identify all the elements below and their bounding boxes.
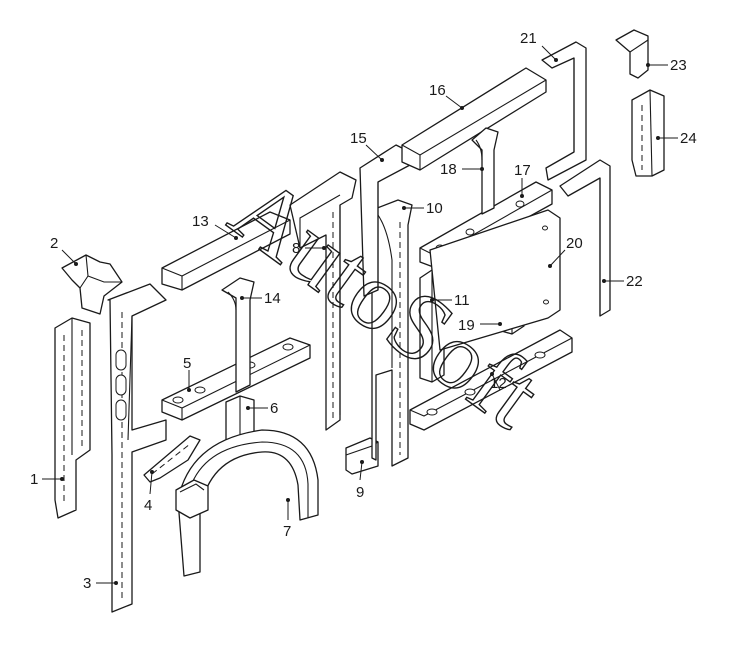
part-24-right-channel [631, 89, 665, 177]
part-3-left-frame-post [107, 283, 167, 613]
callout-23: 23 [670, 57, 687, 74]
part-23-corner-bracket [615, 29, 649, 79]
callout-6: 6 [270, 400, 278, 417]
callout-8: 8 [292, 240, 300, 257]
callout-14: 14 [264, 290, 281, 307]
callout-19: 19 [458, 317, 475, 334]
part-12-lower-right-beam [409, 329, 573, 431]
callout-15: 15 [350, 130, 367, 147]
part-1-vertical-channel [54, 317, 91, 519]
callout-24: 24 [680, 130, 697, 147]
callout-13: 13 [192, 213, 209, 230]
callout-10: 10 [426, 200, 443, 217]
part-13-upper-beam [161, 211, 291, 291]
callout-17: 17 [514, 162, 531, 179]
callout-7: 7 [283, 523, 291, 540]
callout-16: 16 [429, 82, 446, 99]
leader-lines [42, 45, 678, 585]
part-18-short-post [471, 127, 499, 215]
callout-4: 4 [144, 497, 152, 514]
part-10-center-post [371, 199, 413, 467]
part-22-right-post [559, 159, 611, 317]
callout-3: 3 [83, 575, 91, 592]
callout-21: 21 [520, 30, 537, 47]
callout-5: 5 [183, 355, 191, 372]
part-15-upper-bracket [359, 144, 411, 297]
callout-20: 20 [566, 235, 583, 252]
part-14-mid-post [221, 277, 255, 393]
part-8-tall-frame [289, 171, 357, 431]
part-7-wheel-arch [175, 429, 319, 577]
part-21-upper-right-frame [541, 41, 587, 181]
callout-22: 22 [626, 273, 643, 290]
callout-11: 11 [454, 292, 470, 309]
part-16-top-beam [401, 67, 547, 171]
callout-labels: 1 2 3 4 5 6 7 8 9 10 11 12 13 14 15 16 1… [30, 30, 697, 592]
part-20-panel [429, 209, 561, 351]
part-4-angled-plate [143, 435, 201, 483]
part-2-small-bracket [61, 254, 123, 315]
callout-1: 1 [30, 471, 38, 488]
callout-2: 2 [50, 235, 58, 252]
callout-9: 9 [356, 484, 364, 501]
callout-12: 12 [490, 375, 507, 392]
callout-18: 18 [440, 161, 457, 178]
